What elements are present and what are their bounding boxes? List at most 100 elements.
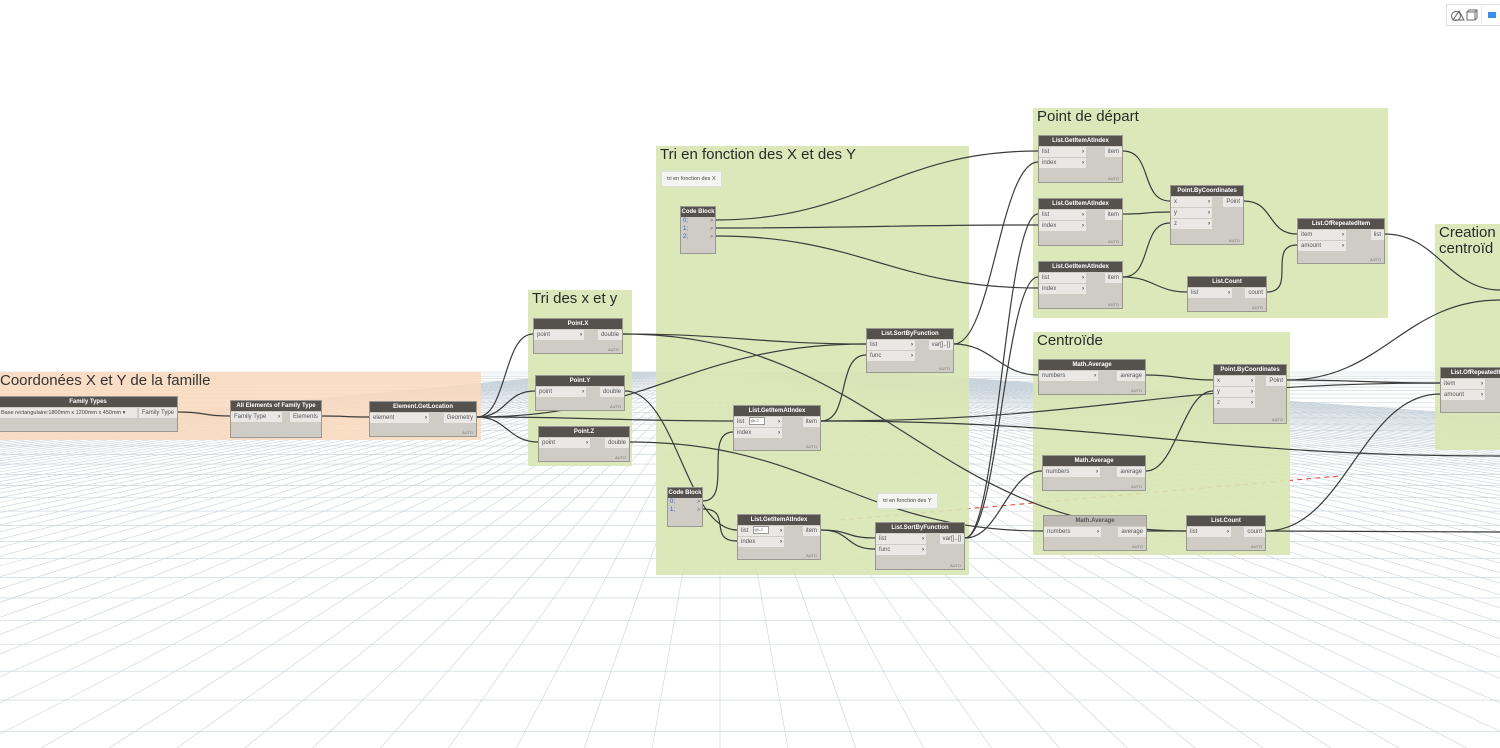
input-port-point[interactable]: point› bbox=[536, 387, 586, 397]
output-arrow-icon[interactable]: > bbox=[710, 226, 713, 232]
input-port-list[interactable]: list› bbox=[867, 340, 915, 350]
input-port-x[interactable]: x› bbox=[1171, 197, 1212, 207]
connector-wire[interactable] bbox=[1286, 379, 1441, 384]
input-port-list[interactable]: list› bbox=[1039, 210, 1086, 220]
list-level-spinner[interactable]: @L2 bbox=[753, 526, 770, 535]
input-port-index[interactable]: index› bbox=[1039, 284, 1086, 294]
input-port-amount[interactable]: amount› bbox=[1298, 241, 1346, 251]
note-n2[interactable]: tri en fonction des Y bbox=[877, 493, 938, 509]
connector-wire[interactable] bbox=[1145, 374, 1214, 381]
input-port-list[interactable]: list› bbox=[876, 534, 926, 544]
code-text[interactable]: 1; bbox=[670, 507, 676, 513]
input-port-Family Type[interactable]: Family Type› bbox=[231, 412, 282, 422]
input-port-index[interactable]: index› bbox=[738, 537, 784, 547]
connector-wire[interactable] bbox=[964, 276, 1039, 539]
input-port-element[interactable]: element› bbox=[370, 413, 429, 423]
connector-wire[interactable] bbox=[1384, 233, 1500, 291]
connector-wire[interactable] bbox=[476, 416, 734, 422]
connector-wire[interactable] bbox=[715, 235, 1039, 289]
output-port-var[]..[][interactable]: var[]..[] bbox=[928, 340, 953, 350]
output-port-Elements[interactable]: Elements bbox=[289, 412, 321, 422]
output-port-Point[interactable]: Point bbox=[1223, 197, 1243, 207]
input-port-func[interactable]: func› bbox=[867, 351, 915, 361]
connector-wire[interactable] bbox=[820, 420, 1500, 457]
input-port-numbers[interactable]: numbers› bbox=[1044, 527, 1101, 537]
output-port-count[interactable]: count bbox=[1244, 527, 1265, 537]
connector-wire[interactable] bbox=[321, 415, 370, 418]
input-port-list[interactable]: list› bbox=[1187, 527, 1231, 537]
connector-wire[interactable] bbox=[715, 150, 1039, 221]
output-port-item[interactable]: item bbox=[1104, 147, 1122, 157]
input-port-list[interactable]: list› bbox=[1039, 147, 1086, 157]
connector-wire[interactable] bbox=[177, 411, 231, 417]
connector-wire[interactable] bbox=[622, 333, 867, 345]
output-port-average[interactable]: average bbox=[1118, 527, 1146, 537]
input-port-list[interactable]: list› bbox=[1188, 288, 1232, 298]
code-text[interactable]: 0; bbox=[683, 218, 689, 224]
connector-wire[interactable] bbox=[1286, 299, 1500, 381]
connector-wire[interactable] bbox=[964, 470, 1043, 539]
input-port-list[interactable]: list@L2› bbox=[734, 417, 782, 427]
output-port-double[interactable]: double bbox=[604, 438, 629, 448]
connector-wire[interactable] bbox=[820, 354, 867, 422]
code-text[interactable]: 1; bbox=[683, 226, 689, 232]
connector-wire[interactable] bbox=[964, 213, 1039, 539]
input-port-z[interactable]: z› bbox=[1171, 219, 1212, 229]
connector-wire[interactable] bbox=[1243, 200, 1298, 235]
connector-wire[interactable] bbox=[1145, 390, 1214, 472]
output-port-Point[interactable]: Point bbox=[1266, 376, 1286, 386]
input-port-y[interactable]: y› bbox=[1171, 208, 1212, 218]
input-port-list[interactable]: list› bbox=[1039, 273, 1086, 283]
connector-wire[interactable] bbox=[629, 441, 1044, 532]
input-port-amount[interactable]: amount› bbox=[1441, 390, 1485, 400]
connector-wire[interactable] bbox=[476, 333, 534, 418]
connector-wire[interactable] bbox=[476, 390, 536, 418]
output-port-item[interactable]: item bbox=[802, 526, 820, 536]
connector-wire[interactable] bbox=[820, 529, 876, 539]
output-arrow-icon[interactable]: > bbox=[710, 234, 713, 240]
output-port-list[interactable]: list bbox=[1370, 230, 1384, 240]
input-port-y[interactable]: y› bbox=[1214, 387, 1255, 397]
output-arrow-icon[interactable]: > bbox=[697, 499, 700, 505]
output-port[interactable]: Family Type bbox=[138, 408, 177, 418]
connector-wire[interactable] bbox=[1265, 393, 1441, 532]
output-port-item[interactable]: item bbox=[802, 417, 820, 427]
input-port-numbers[interactable]: numbers› bbox=[1043, 467, 1100, 477]
list-level-spinner[interactable]: @L2 bbox=[749, 417, 766, 426]
note-n1[interactable]: tri en fonction des X bbox=[661, 171, 722, 187]
connector-wire[interactable] bbox=[1265, 530, 1500, 533]
connector-wire[interactable] bbox=[702, 508, 738, 542]
input-port-point[interactable]: point› bbox=[534, 330, 584, 340]
input-port-item[interactable]: item› bbox=[1441, 379, 1485, 389]
input-port-index[interactable]: index› bbox=[734, 428, 782, 438]
connector-wire[interactable] bbox=[953, 343, 1039, 376]
connector-wire[interactable] bbox=[1122, 222, 1171, 278]
code-text[interactable]: 2; bbox=[683, 234, 689, 240]
output-port-average[interactable]: average bbox=[1117, 371, 1145, 381]
connector-wire[interactable] bbox=[1122, 211, 1171, 215]
family-type-dropdown[interactable]: Base rectangulaire:1800mm x 1200mm x 450… bbox=[0, 408, 137, 418]
connector-wire[interactable] bbox=[476, 416, 539, 443]
connector-wire[interactable] bbox=[820, 382, 1441, 422]
output-port-double[interactable]: double bbox=[599, 387, 624, 397]
output-port-count[interactable]: count bbox=[1245, 288, 1266, 298]
